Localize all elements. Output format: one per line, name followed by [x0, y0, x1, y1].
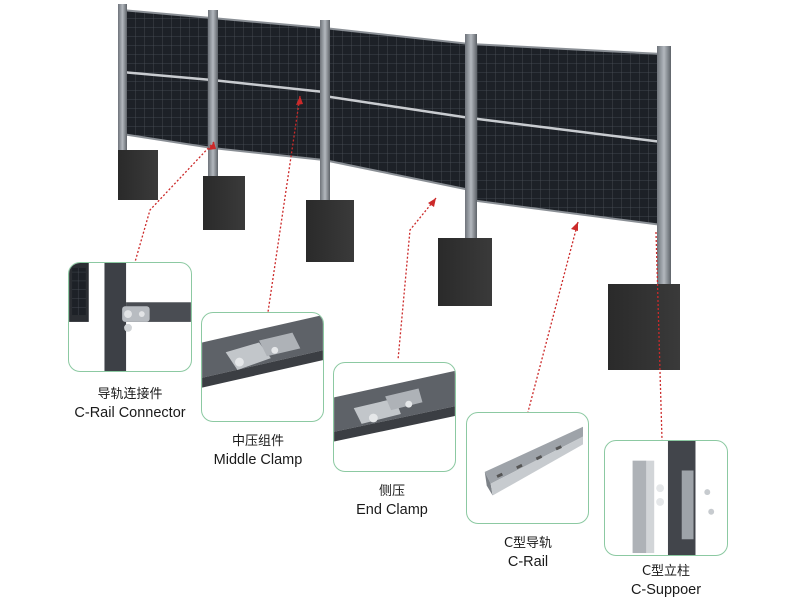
- label-end-clamp: 侧压 End Clamp: [356, 484, 428, 518]
- label-c-support: C型立柱 C-Suppoer: [630, 564, 702, 598]
- label-c-rail-connector: 导轨连接件 C-Rail Connector: [74, 387, 186, 421]
- callout-c-rail-connector: [68, 262, 192, 372]
- callout-c-support: [604, 440, 728, 556]
- middle-clamp-image: [202, 314, 323, 388]
- leader-arrows: [208, 96, 578, 231]
- leader-lines: [134, 95, 663, 441]
- label-c-rail: C型导轨 C-Rail: [503, 536, 553, 570]
- callout-end-clamp: [333, 362, 456, 472]
- callout-c-rail: [466, 412, 589, 524]
- c-rail-connector-image: [69, 263, 191, 371]
- solar-panel-1: [121, 8, 213, 150]
- end-clamp-image: [334, 370, 455, 442]
- solar-panel-4: [469, 42, 663, 227]
- ballast-blocks: [118, 150, 680, 370]
- c-rail-image: [484, 426, 583, 496]
- support-posts: [118, 4, 671, 294]
- solar-panel-2: [211, 16, 325, 162]
- label-middle-clamp: 中压组件 Middle Clamp: [213, 434, 303, 468]
- callout-middle-clamp: [201, 312, 324, 422]
- solar-panel-3: [323, 26, 471, 192]
- c-support-image: [632, 441, 715, 555]
